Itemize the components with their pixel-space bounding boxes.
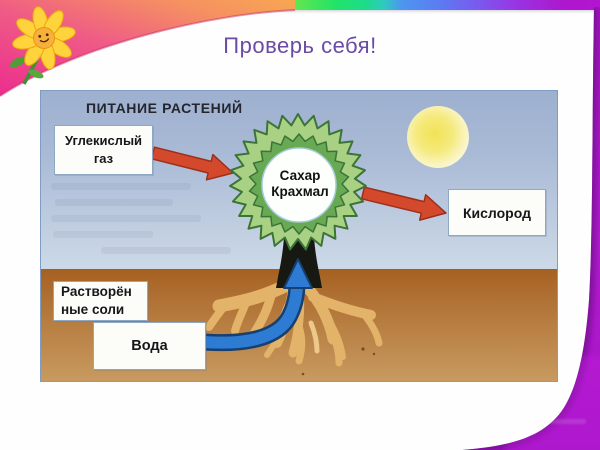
oxygen-box: Кислород: [448, 189, 546, 236]
tree-label-line1: Сахар: [279, 168, 321, 183]
oxygen-arrow: [360, 186, 447, 221]
sun: [407, 106, 469, 168]
tree-label-line2: Крахмал: [271, 184, 329, 199]
bleed-through-artifact: [51, 183, 231, 254]
co2-box: Углекислый газ: [54, 125, 153, 175]
water-arrow: [195, 258, 313, 352]
tree-center-circle: [261, 147, 337, 223]
dirt-specks: [301, 347, 376, 376]
tree-center-label: Сахар Крахмал: [255, 168, 345, 200]
co2-arrow: [150, 146, 234, 181]
diagram-panel: ПИТАНИЕ РАСТЕНИЙ Углекислый газ Кислород…: [40, 90, 558, 382]
salts-box: Растворён ные соли: [53, 281, 148, 321]
slide-title: Проверь себя!: [223, 33, 377, 58]
rainbow-top-border: [0, 0, 600, 10]
tree-crown: [229, 113, 367, 251]
water-box: Вода: [93, 322, 206, 370]
diagram-heading: ПИТАНИЕ РАСТЕНИЙ: [86, 100, 243, 116]
watermark-artifact: [538, 419, 586, 424]
